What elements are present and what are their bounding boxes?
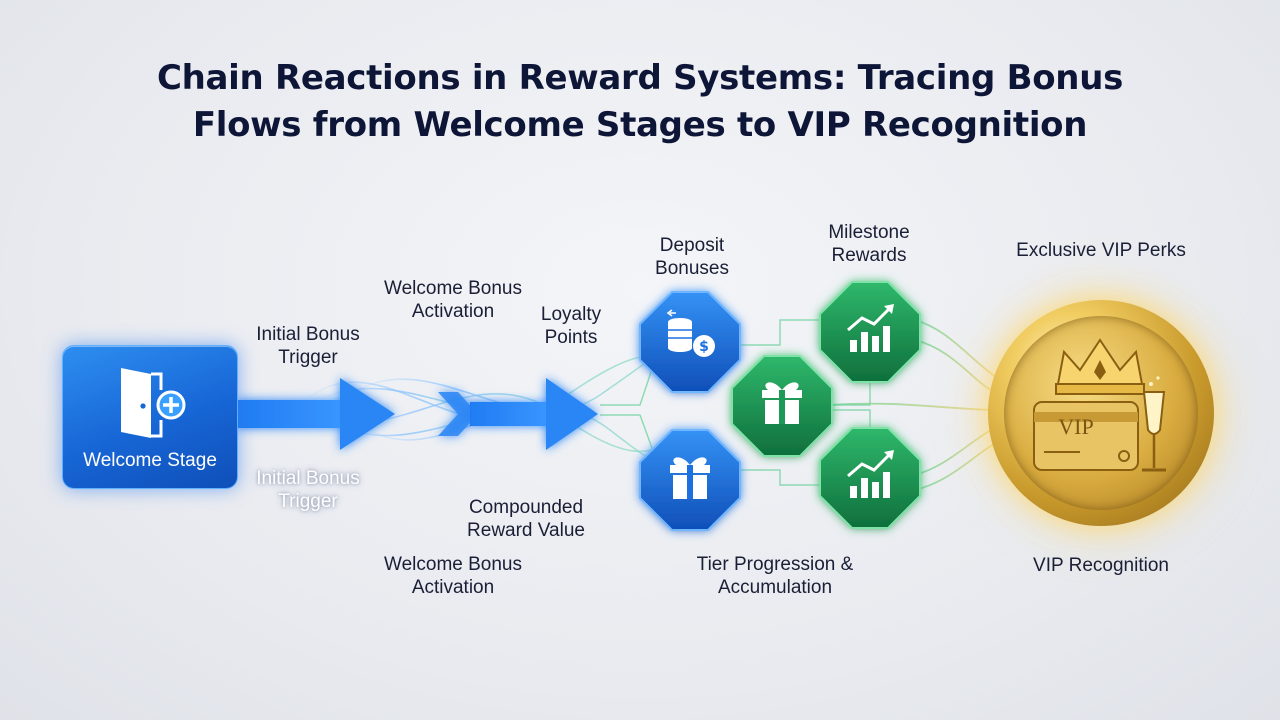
milestone-top-node [819, 281, 921, 383]
vip-card-text: VIP [1058, 414, 1094, 439]
deposit-bonuses-node: $ [639, 291, 741, 393]
vip-recognition-medal: VIP [988, 300, 1214, 526]
compounded-reward-value-label: Compounded Reward Value [467, 497, 585, 541]
gift-icon [670, 457, 710, 499]
exclusive-vip-perks-label: Exclusive VIP Perks [1016, 240, 1186, 261]
welcome-stage-label: Welcome Stage [83, 450, 217, 471]
gift-icon [762, 382, 802, 424]
milestone-bottom-node [819, 427, 921, 529]
welcome-bonus-activation-label-top: Welcome Bonus Activation [384, 278, 522, 322]
coins-dollar-icon: $ [666, 309, 715, 357]
title-line-2: Flows from Welcome Stages to VIP Recogni… [192, 105, 1088, 145]
deposit-bonuses-label: Deposit Bonuses [655, 235, 729, 279]
door-plus-icon [121, 368, 186, 438]
gift-center-node [731, 355, 833, 457]
main-arrow-1 [236, 378, 395, 450]
milestone-rewards-label: Milestone Rewards [828, 222, 910, 266]
welcome-bonus-activation-label-bottom: Welcome Bonus Activation [384, 554, 522, 598]
initial-bonus-trigger-label-top: Initial Bonus Trigger [256, 324, 360, 368]
double-chevron-arrow [438, 378, 598, 450]
svg-text:$: $ [699, 339, 709, 355]
loyalty-points-label: Loyalty Points [540, 304, 602, 348]
growth-chart-icon [847, 304, 894, 352]
title-line-1: Chain Reactions in Reward Systems: Traci… [156, 58, 1124, 98]
page-title: Chain Reactions in Reward Systems: Traci… [0, 55, 1280, 149]
welcome-stage-node: Welcome Stage [62, 345, 238, 489]
initial-bonus-trigger-label-bottom: Initial Bonus Trigger [256, 468, 360, 512]
growth-chart-icon [847, 450, 894, 498]
gift-bottom-node [639, 429, 741, 531]
crown-card-champagne-icon [1033, 338, 1166, 472]
vip-recognition-label: VIP Recognition [1033, 555, 1169, 576]
tier-progression-label: Tier Progression & Accumulation [696, 554, 854, 598]
